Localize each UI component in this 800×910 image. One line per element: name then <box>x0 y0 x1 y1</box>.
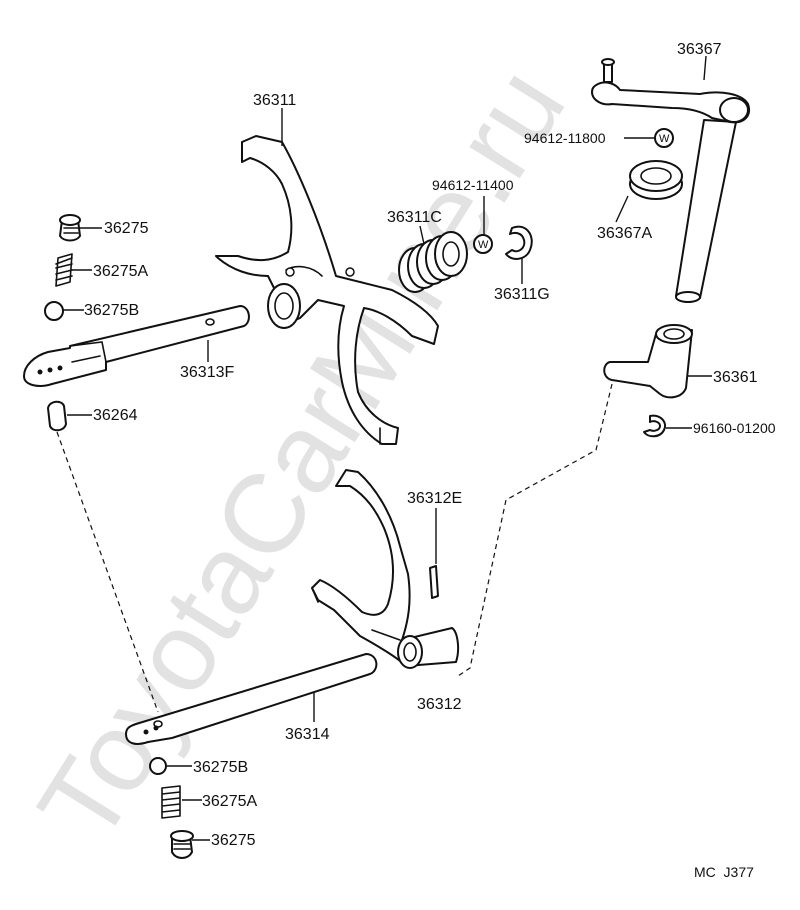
washer-94612-11400: W <box>473 234 493 254</box>
ball-36275B-bottom <box>149 757 167 775</box>
label-94612-11400: 94612-11400 <box>432 177 514 193</box>
label-36275-top: 36275 <box>104 220 149 237</box>
label-36311G: 36311G <box>494 286 550 303</box>
pin-36264 <box>47 400 67 432</box>
label-36312E: 36312E <box>407 490 462 507</box>
label-36361: 36361 <box>713 369 758 386</box>
screw-plug-36275-top <box>59 214 81 242</box>
spring-36311C <box>398 231 468 293</box>
label-36264: 36264 <box>93 407 138 424</box>
oil-seal-36367A <box>629 160 683 200</box>
washer-mark: W <box>659 133 670 145</box>
screw-plug-36275-bottom <box>170 830 194 859</box>
pin-36312E <box>429 565 439 599</box>
label-36275B-bottom: 36275B <box>193 759 248 776</box>
shift-shaft-36313F <box>23 305 250 387</box>
label-36367A: 36367A <box>597 225 652 242</box>
shift-fork-36311 <box>215 135 439 445</box>
label-36311: 36311 <box>253 92 296 109</box>
label-36275B-top: 36275B <box>84 302 139 319</box>
ball-36275B-top <box>44 301 64 321</box>
label-36312: 36312 <box>417 696 462 713</box>
assembly-line-right <box>457 383 613 677</box>
spring-36275A-top <box>55 253 73 287</box>
shift-shaft-36314 <box>125 653 378 745</box>
assembly-line-left <box>56 431 159 713</box>
label-36314: 36314 <box>285 726 330 743</box>
shift-fork-36312 <box>311 469 460 669</box>
leader-36367A <box>615 195 629 223</box>
e-ring-96160-01200 <box>643 414 666 438</box>
label-36275-bottom: 36275 <box>211 832 256 849</box>
label-36313F: 36313F <box>180 364 234 381</box>
label-36311C: 36311C <box>387 209 442 226</box>
label-36275A-bottom: 36275A <box>202 793 257 810</box>
spring-36275A-bottom <box>161 785 181 819</box>
diagram-code: MC J377 <box>694 864 754 880</box>
label-36275A-top: 36275A <box>93 263 148 280</box>
label-36367: 36367 <box>677 41 722 58</box>
washer-94612-11800: W <box>654 128 674 148</box>
label-96160-01200: 96160-01200 <box>693 420 776 436</box>
washer-mark: W <box>478 239 489 251</box>
leader-36367 <box>703 55 707 81</box>
leader-36311C <box>419 225 425 245</box>
shift-lever-36367 <box>591 58 750 303</box>
label-94612-11800: 94612-11800 <box>524 130 606 146</box>
inner-lever-36361 <box>603 324 693 399</box>
snap-ring-36311G <box>505 225 533 260</box>
